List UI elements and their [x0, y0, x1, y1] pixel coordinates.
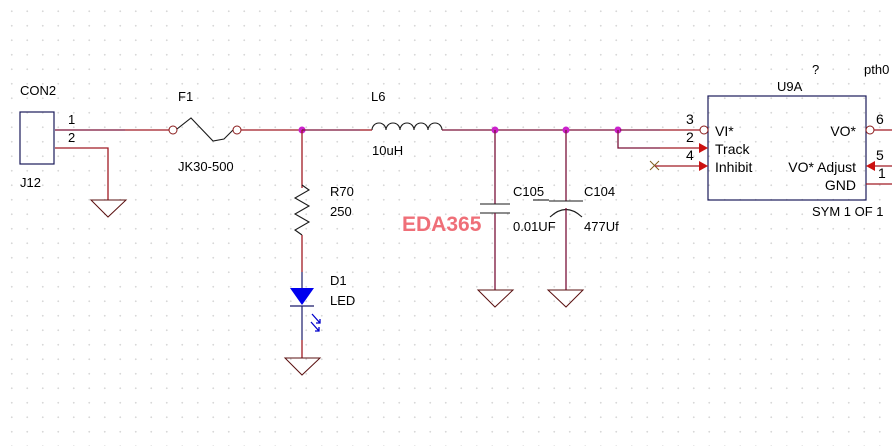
pin-name-track: Track: [715, 141, 750, 157]
ic-ref-label: U9A: [777, 79, 803, 94]
connector-pin-2-label: 2: [68, 130, 75, 145]
fuse-symbol-icon: [176, 117, 234, 142]
pin-num-2: 2: [686, 129, 694, 145]
fuse-ref-label: F1: [178, 89, 193, 104]
wire-j12-pin2-gnd[interactable]: [55, 147, 109, 200]
connector-ref-label: J12: [20, 175, 41, 190]
pin-name-vo: VO*: [830, 123, 856, 139]
pin-num-3: 3: [686, 111, 694, 127]
pin-num-4: 4: [686, 147, 694, 163]
ground-symbol-icon: [89, 199, 128, 218]
no-connect-icon: [649, 160, 660, 171]
led-value-label: LED: [330, 293, 355, 308]
ground-symbol-icon: [476, 289, 515, 308]
c105-value-label: 0.01UF: [513, 219, 556, 234]
ic-u9a[interactable]: ? pth0 U9A 3 2 4 VI* Track Inhibit VO* V…: [686, 62, 892, 219]
ic-extra-label: pth0: [864, 62, 889, 77]
ground-symbol-icon: [546, 289, 585, 308]
connector-body: [19, 111, 55, 165]
c105-ref-label: C105: [513, 184, 544, 199]
input-arrow-icon: [866, 161, 875, 171]
ic-symbol-label: SYM 1 OF 1: [812, 204, 884, 219]
light-emission-arrow-icon: [310, 321, 320, 332]
inverted-pin-icon: [699, 125, 709, 135]
light-emission-arrow-icon: [311, 313, 321, 324]
inductor-value-label: 10uH: [372, 143, 403, 158]
capacitor-symbol-icon: [480, 203, 510, 214]
resistor-r70[interactable]: R70 250: [293, 184, 354, 236]
connector-j12[interactable]: CON2 1 2 J12: [19, 83, 75, 190]
inductor-symbol-icon: [371, 122, 443, 131]
ic-marker-label: ?: [812, 62, 819, 77]
ground-symbol-icon: [283, 357, 322, 376]
capacitor-c105[interactable]: C105 0.01UF: [480, 184, 556, 234]
connector-pin-1-label: 1: [68, 112, 75, 127]
led-ref-label: D1: [330, 273, 347, 288]
c104-ref-label: C104: [584, 184, 615, 199]
watermark-text: EDA365: [402, 213, 482, 236]
fuse-value-label: JK30-500: [178, 159, 234, 174]
resistor-symbol-icon: [293, 184, 311, 236]
resistor-value-label: 250: [330, 204, 352, 219]
connector-type-label: CON2: [20, 83, 56, 98]
pin-name-gnd: GND: [825, 177, 856, 193]
input-arrow-icon: [699, 143, 708, 153]
pin-num-1: 1: [878, 165, 886, 181]
pin-name-vo-adjust: VO* Adjust: [788, 159, 856, 175]
c104-value-label: 477Uf: [584, 219, 619, 234]
inductor-ref-label: L6: [371, 89, 385, 104]
inverted-pin-icon: [865, 125, 875, 135]
led-symbol-icon: [290, 288, 314, 305]
pin-name-vi: VI*: [715, 123, 734, 139]
pin-num-5: 5: [876, 147, 884, 163]
resistor-ref-label: R70: [330, 184, 354, 199]
led-d1[interactable]: D1 LED: [290, 273, 355, 332]
input-arrow-icon: [699, 161, 708, 171]
pin-num-6: 6: [876, 111, 884, 127]
fuse-f1[interactable]: F1 JK30-500: [168, 89, 242, 174]
capacitor-c104[interactable]: C104 477Uf: [533, 184, 619, 234]
inductor-l6[interactable]: L6 10uH: [371, 89, 443, 158]
pin-name-inhibit: Inhibit: [715, 159, 752, 175]
wire-node-to-track[interactable]: [617, 130, 660, 149]
